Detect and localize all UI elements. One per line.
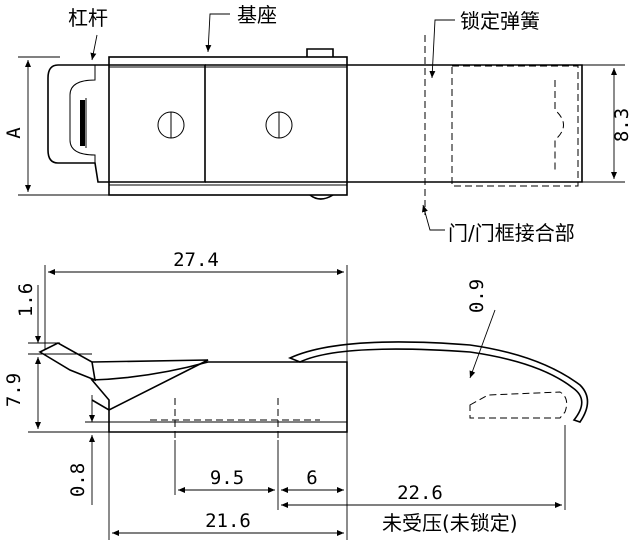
base-top-tab: [306, 48, 334, 57]
lever-inner-curve: [69, 65, 96, 163]
dim-7-9-text: 7.9: [3, 373, 25, 407]
base-label: 基座: [237, 3, 277, 27]
leader-lever: [90, 34, 98, 61]
lever-grip: [80, 100, 85, 146]
dim-a-text: A: [3, 127, 25, 139]
side-lock-spring: [287, 341, 589, 423]
dim-22-6-text: 22.6: [397, 482, 443, 504]
base-plate-outline: [108, 56, 348, 196]
dim-21-6-text: 21.6: [205, 510, 251, 532]
keeper-hidden-hook: [554, 80, 564, 170]
dim-0-9-text: 0.9: [466, 279, 488, 313]
dim-6-text: 6: [306, 467, 317, 489]
dim-0-8-text: 0.8: [67, 463, 89, 497]
dim-0-9-line: [469, 309, 496, 379]
side-base-body: [90, 361, 348, 433]
dim-9-5-text: 9.5: [210, 467, 244, 489]
dim-27-4-text: 27.4: [173, 249, 219, 271]
door-frame-joint-label: 门/门框接合部: [448, 221, 575, 245]
top-view: [18, 13, 625, 231]
leader-lock-spring: [429, 19, 455, 79]
side-view: [28, 265, 589, 540]
base-bottom-tab: [309, 194, 334, 200]
side-lever-tip: [38, 342, 97, 382]
keeper-hidden-outline: [451, 65, 579, 187]
lever-label: 杠杆: [68, 6, 108, 30]
leader-base: [205, 13, 230, 53]
lock-spring-label: 锁定弹簧: [460, 9, 540, 33]
side-lever-body: [91, 359, 209, 411]
leader-door-frame: [421, 204, 445, 231]
lock-spring-strip: [205, 64, 583, 183]
dim-8-3-text: 8.3: [611, 108, 633, 142]
uncompressed-label: 未受压(未锁定): [382, 511, 518, 535]
lever-outline: [47, 64, 206, 183]
dim-1-6-text: 1.6: [15, 283, 37, 317]
side-keeper-hidden: [469, 391, 568, 419]
